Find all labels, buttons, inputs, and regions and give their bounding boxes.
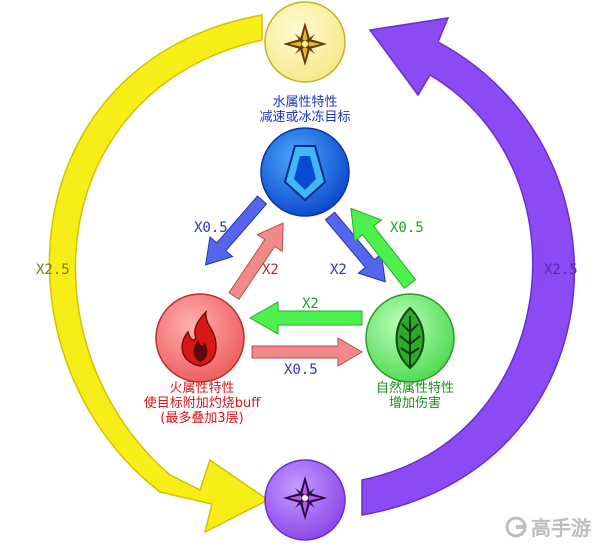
fire-to-nature-arrow — [251, 337, 363, 367]
water-trait-label: 水属性特性 减速或冰冻目标 — [245, 95, 365, 126]
watermark-logo-icon — [505, 516, 527, 537]
nature-to-water-multiplier: X0.5 — [390, 220, 424, 236]
dark-to-light-multiplier: X2.5 — [544, 262, 578, 278]
water-to-fire-multiplier: X0.5 — [194, 220, 228, 236]
water-to-nature-arrow — [324, 211, 386, 283]
flame-icon — [181, 309, 217, 367]
fire-trait-desc: 使目标附加灼烧buff — [143, 395, 261, 411]
nature-trait-name: 自然属性特性 — [375, 381, 454, 396]
fire-to-nature-multiplier: X0.5 — [284, 362, 318, 378]
fire-trait-name: 火属性特性 — [169, 381, 235, 396]
watermark-text: 高手游 — [531, 516, 591, 540]
fire-trait-note: (最多叠加3层) — [160, 410, 244, 426]
fire-to-water-multiplier: X2 — [262, 262, 279, 278]
nature-trait-desc: 增加伤害 — [388, 395, 441, 411]
water-trait-name: 水属性特性 — [272, 95, 338, 110]
water-to-nature-multiplier: X2 — [330, 262, 347, 278]
nature-trait-label: 自然属性特性 增加伤害 — [360, 381, 470, 412]
water-trait-desc: 减速或冰冻目标 — [259, 109, 351, 125]
leaf-icon — [395, 306, 425, 370]
nature-to-fire-arrow — [248, 301, 363, 335]
nature-to-water-arrow — [350, 207, 417, 290]
light-star-icon — [283, 22, 327, 66]
dark-to-light-arc-arrow — [361, 17, 576, 516]
fire-trait-label: 火属性特性 使目标附加灼烧buff (最多叠加3层) — [132, 381, 272, 427]
water-to-fire-arrow — [204, 195, 268, 266]
dark-star-icon — [283, 476, 327, 520]
water-crystal-icon — [283, 145, 327, 202]
fire-to-water-arrow — [228, 222, 284, 301]
watermark: 高手游 — [505, 512, 591, 541]
nature-to-fire-multiplier: X2 — [302, 296, 319, 312]
light-to-dark-multiplier: X2.5 — [36, 262, 70, 278]
light-to-dark-arc-arrow — [48, 14, 270, 534]
